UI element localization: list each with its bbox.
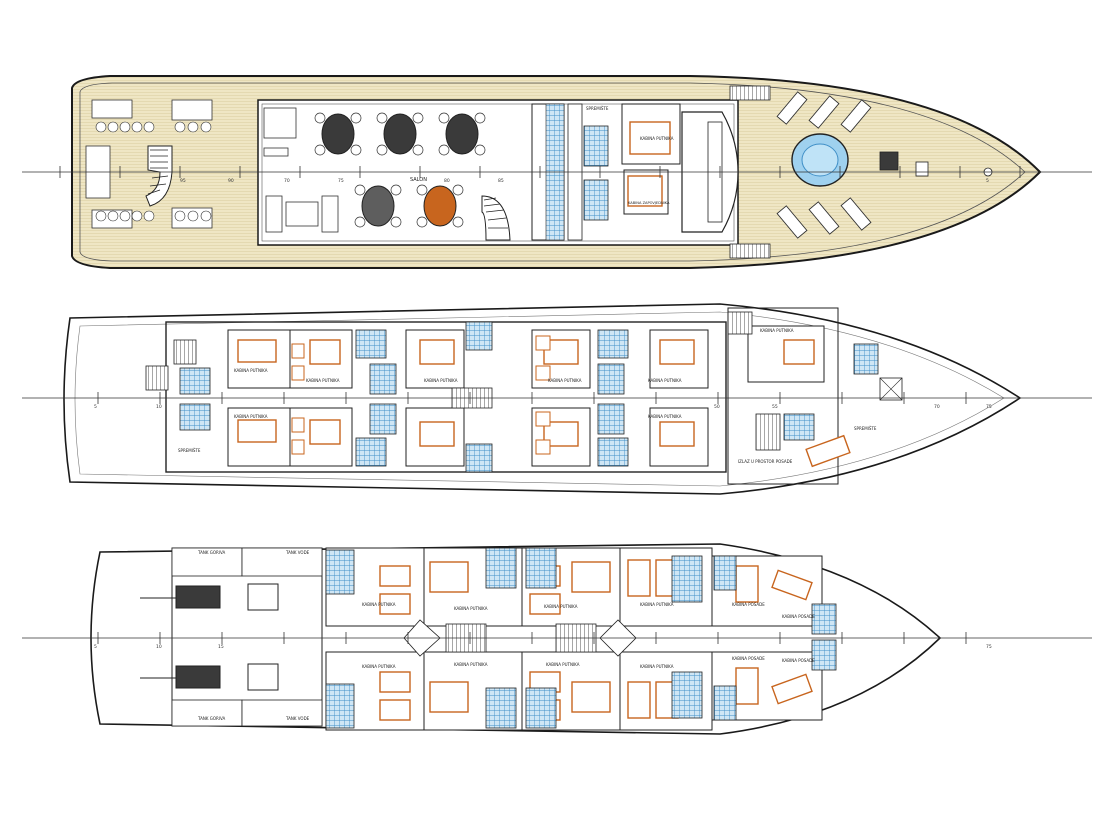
label-salon: SALON [410,177,427,183]
svg-text:80: 80 [444,178,450,184]
label-tank-3: TANK GORIVA [197,716,225,721]
label-mid-cabin-6: KABINA PUTNIKA [648,378,682,383]
aft-stair [145,145,173,207]
upper-deck: SALON KABINA PUTNIKA KABINA ZAPOVJEDNIKA… [22,75,1092,269]
label-mid-cabin-1: KABINA PUTNIKA [234,368,268,373]
label-posada-4: KABINA POSADE [782,658,815,663]
label-mid-cabin-3: KABINA PUTNIKA [234,414,268,419]
svg-text:5: 5 [986,178,989,184]
svg-text:90: 90 [228,178,234,184]
svg-text:75: 75 [338,178,344,184]
middle-deck: KABINA PUTNIKA KABINA PUTNIKA KABINA PUT… [22,303,1092,495]
middle-frame-numbers: 5 10 50 55 70 75 [94,404,992,410]
label-low-cabin-5: KABINA PUTNIKA [362,664,396,669]
label-upper-kabina-putnika: KABINA PUTNIKA [640,136,674,141]
label-mid-cabin-4: KABINA PUTNIKA [424,378,458,383]
label-posada-1: KABINA POSADE [732,602,765,607]
svg-text:50: 50 [714,404,720,410]
label-posada-2: KABINA POSADE [782,614,815,619]
label-low-cabin-8: KABINA PUTNIKA [640,664,674,669]
label-tank-4: TANK VODE [285,716,310,721]
label-posada-3: KABINA POSADE [732,656,765,661]
upper-frame-numbers: 70 75 80 85 90 95 5 [180,178,989,184]
label-low-cabin-6: KABINA PUTNIKA [454,662,488,667]
svg-text:85: 85 [498,178,504,184]
svg-text:95: 95 [180,178,186,184]
middle-bathrooms [179,321,879,473]
label-mid-fwd-cabin: KABINA PUTNIKA [760,328,794,333]
label-upper-spremiste: SPREMIŠTE [586,106,609,111]
middle-stairs [145,311,781,451]
lower-beds [379,559,813,721]
label-mid-izlaz: IZLAZ U PROSTOR POSADE [738,459,793,464]
lower-frame-numbers: 5 10 15 75 [94,644,992,650]
svg-text:75: 75 [986,404,992,410]
anchor-windlass [879,151,993,177]
svg-text:70: 70 [934,404,940,410]
label-low-cabin-3: KABINA PUTNIKA [544,604,578,609]
label-low-cabin-7: KABINA PUTNIKA [546,662,580,667]
label-mid-spremiste-1: SPREMIŠTE [178,448,201,453]
label-mid-spremiste-2: SPREMIŠTE [854,426,877,431]
svg-text:10: 10 [156,644,162,650]
label-tank-2: TANK VODE [285,550,310,555]
engines [140,583,279,691]
svg-text:70: 70 [284,178,290,184]
svg-text:75: 75 [986,644,992,650]
lower-deck: TANK GORIVA TANK VODE TANK GORIVA TANK V… [22,543,1092,735]
lower-bathrooms [325,547,837,729]
svg-text:5: 5 [94,644,97,650]
sunbeds [776,91,872,239]
label-mid-cabin-2: KABINA PUTNIKA [306,378,340,383]
svg-text:55: 55 [772,404,778,410]
svg-text:5: 5 [94,404,97,410]
label-low-cabin-1: KABINA PUTNIKA [362,602,396,607]
svg-text:10: 10 [156,404,162,410]
label-mid-cabin-5: KABINA PUTNIKA [548,378,582,383]
salon-stair [481,195,511,241]
engine-room [171,547,323,727]
label-tank-1: TANK GORIVA [197,550,225,555]
label-upper-kabina-zapovjednika: KABINA ZAPOVJEDNIKA [628,201,670,205]
label-low-cabin-2: KABINA PUTNIKA [454,606,488,611]
label-low-cabin-4: KABINA PUTNIKA [640,602,674,607]
label-mid-cabin-7: KABINA PUTNIKA [648,414,682,419]
svg-text:15: 15 [218,644,224,650]
salon-dining-tables [321,113,479,227]
salon-lounge [263,107,339,233]
